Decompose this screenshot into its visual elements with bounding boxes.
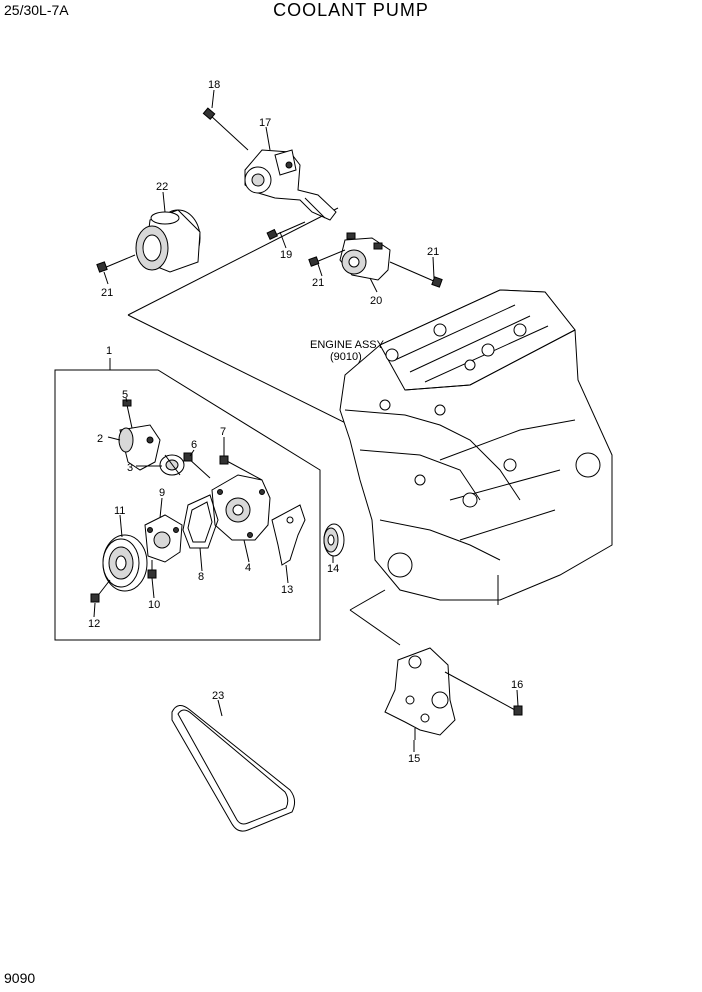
bolt-18 (202, 107, 249, 151)
drive-belt-23 (171, 705, 296, 832)
bolt-21-middle (308, 249, 346, 267)
callout-numbers: 18 17 22 21 19 21 20 21 1 5 2 3 6 7 9 11… (88, 79, 523, 765)
bolt-12 (90, 579, 111, 603)
callout-21-left: 21 (101, 287, 113, 299)
callout-14: 14 (327, 563, 339, 575)
callout-5: 5 (122, 389, 128, 401)
idler-bracket-20 (339, 232, 391, 281)
callout-9: 9 (159, 487, 165, 499)
callout-8: 8 (198, 571, 204, 583)
callout-3: 3 (127, 462, 133, 474)
bolt-6 (183, 452, 211, 479)
page-title: COOLANT PUMP (273, 0, 429, 20)
callout-22: 22 (156, 181, 168, 193)
engine-block (339, 289, 613, 605)
engine-assy-ref: (9010) (330, 351, 362, 363)
leader-lines (93, 89, 519, 752)
callout-23: 23 (212, 690, 224, 702)
water-pump-body-4 (211, 474, 271, 541)
callout-20: 20 (370, 295, 382, 307)
gasket-8 (182, 494, 219, 549)
idler-pulley-14 (323, 523, 345, 557)
callout-4: 4 (245, 562, 251, 574)
bolt-21-left (96, 254, 136, 273)
callout-15: 15 (408, 753, 420, 765)
callout-2: 2 (97, 433, 103, 445)
page-number: 9090 (4, 970, 36, 986)
thermostat-housing-2 (118, 424, 161, 471)
callout-16: 16 (511, 679, 523, 691)
bracket-15 (384, 647, 456, 740)
bolt-10 (147, 560, 157, 579)
pulley-22 (135, 209, 201, 273)
pump-impeller-9 (144, 514, 183, 563)
pump-pulley-11 (102, 534, 148, 592)
thermostat-3 (159, 454, 185, 476)
callout-6: 6 (191, 439, 197, 451)
model-code: 25/30L-7A (4, 2, 69, 18)
plate-13 (271, 504, 306, 566)
coolant-pump-housing-17 (244, 149, 337, 221)
callout-18: 18 (208, 79, 220, 91)
callout-21-middle: 21 (312, 277, 324, 289)
callout-11: 11 (114, 505, 125, 517)
callout-21-right: 21 (427, 246, 439, 258)
callout-17: 17 (259, 117, 271, 129)
callout-1: 1 (106, 345, 112, 357)
callout-19: 19 (280, 249, 292, 261)
pump-assembly-group-box (54, 369, 321, 641)
callout-10: 10 (148, 599, 160, 611)
bolt-21-right (389, 261, 443, 288)
callout-12: 12 (88, 618, 100, 630)
callout-13: 13 (281, 584, 293, 596)
engine-assy-label: ENGINE ASSY (310, 339, 385, 351)
bolt-19 (266, 221, 306, 240)
bolt-5 (122, 399, 133, 429)
callout-7: 7 (220, 426, 226, 438)
